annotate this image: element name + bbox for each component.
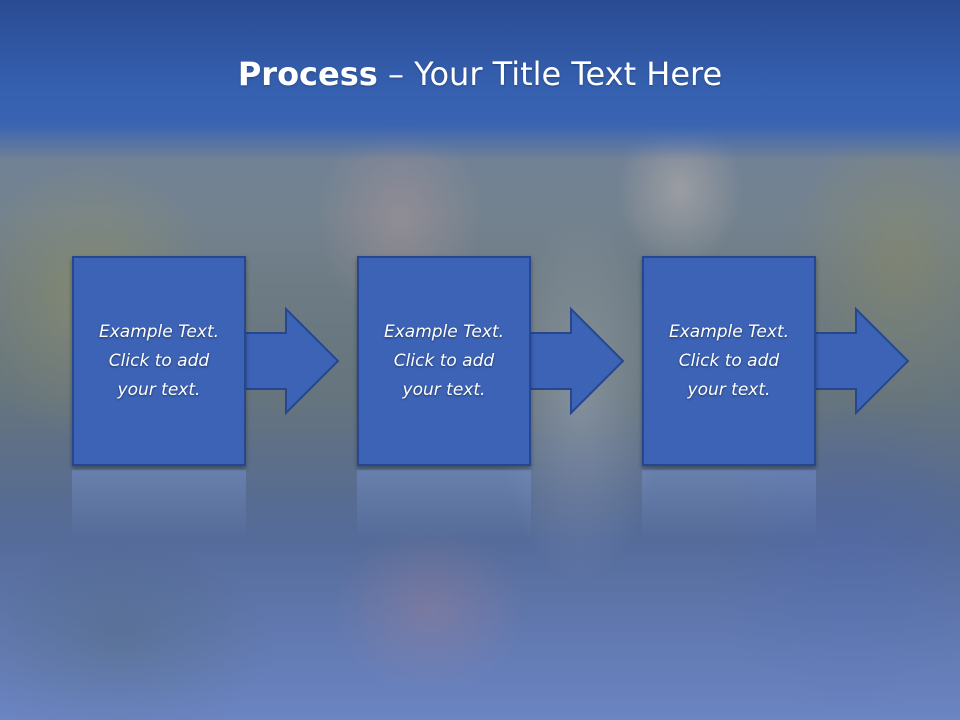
- arrow-right-icon: [528, 306, 625, 416]
- step-text-line: Example Text.: [383, 321, 505, 342]
- slide-title[interactable]: Process – Your Title Text Here: [0, 52, 960, 96]
- step-text-line: Example Text.: [98, 321, 220, 342]
- step-text-line: Click to add: [108, 350, 210, 371]
- arrow-right-icon: [243, 306, 340, 416]
- step-box-3[interactable]: Example Text. Click to add your text.: [642, 256, 816, 466]
- step-box-1[interactable]: Example Text. Click to add your text.: [72, 256, 246, 466]
- step-reflection: [72, 470, 246, 540]
- title-rest-part: – Your Title Text Here: [377, 55, 723, 93]
- arrow-right-icon: [813, 306, 910, 416]
- step-text-line: Click to add: [678, 350, 780, 371]
- step-text-line: your text.: [117, 379, 201, 400]
- step-text-2: Example Text. Click to add your text.: [369, 318, 519, 405]
- step-text-line: Example Text.: [668, 321, 790, 342]
- step-text-3: Example Text. Click to add your text.: [654, 318, 804, 405]
- step-text-line: your text.: [402, 379, 486, 400]
- step-reflection: [357, 470, 531, 540]
- title-bold-part: Process: [237, 55, 378, 93]
- title-bar: Process – Your Title Text Here: [0, 0, 960, 160]
- step-text-line: Click to add: [393, 350, 495, 371]
- step-reflection: [642, 470, 816, 540]
- step-text-1: Example Text. Click to add your text.: [84, 318, 234, 405]
- step-text-line: your text.: [687, 379, 771, 400]
- step-box-2[interactable]: Example Text. Click to add your text.: [357, 256, 531, 466]
